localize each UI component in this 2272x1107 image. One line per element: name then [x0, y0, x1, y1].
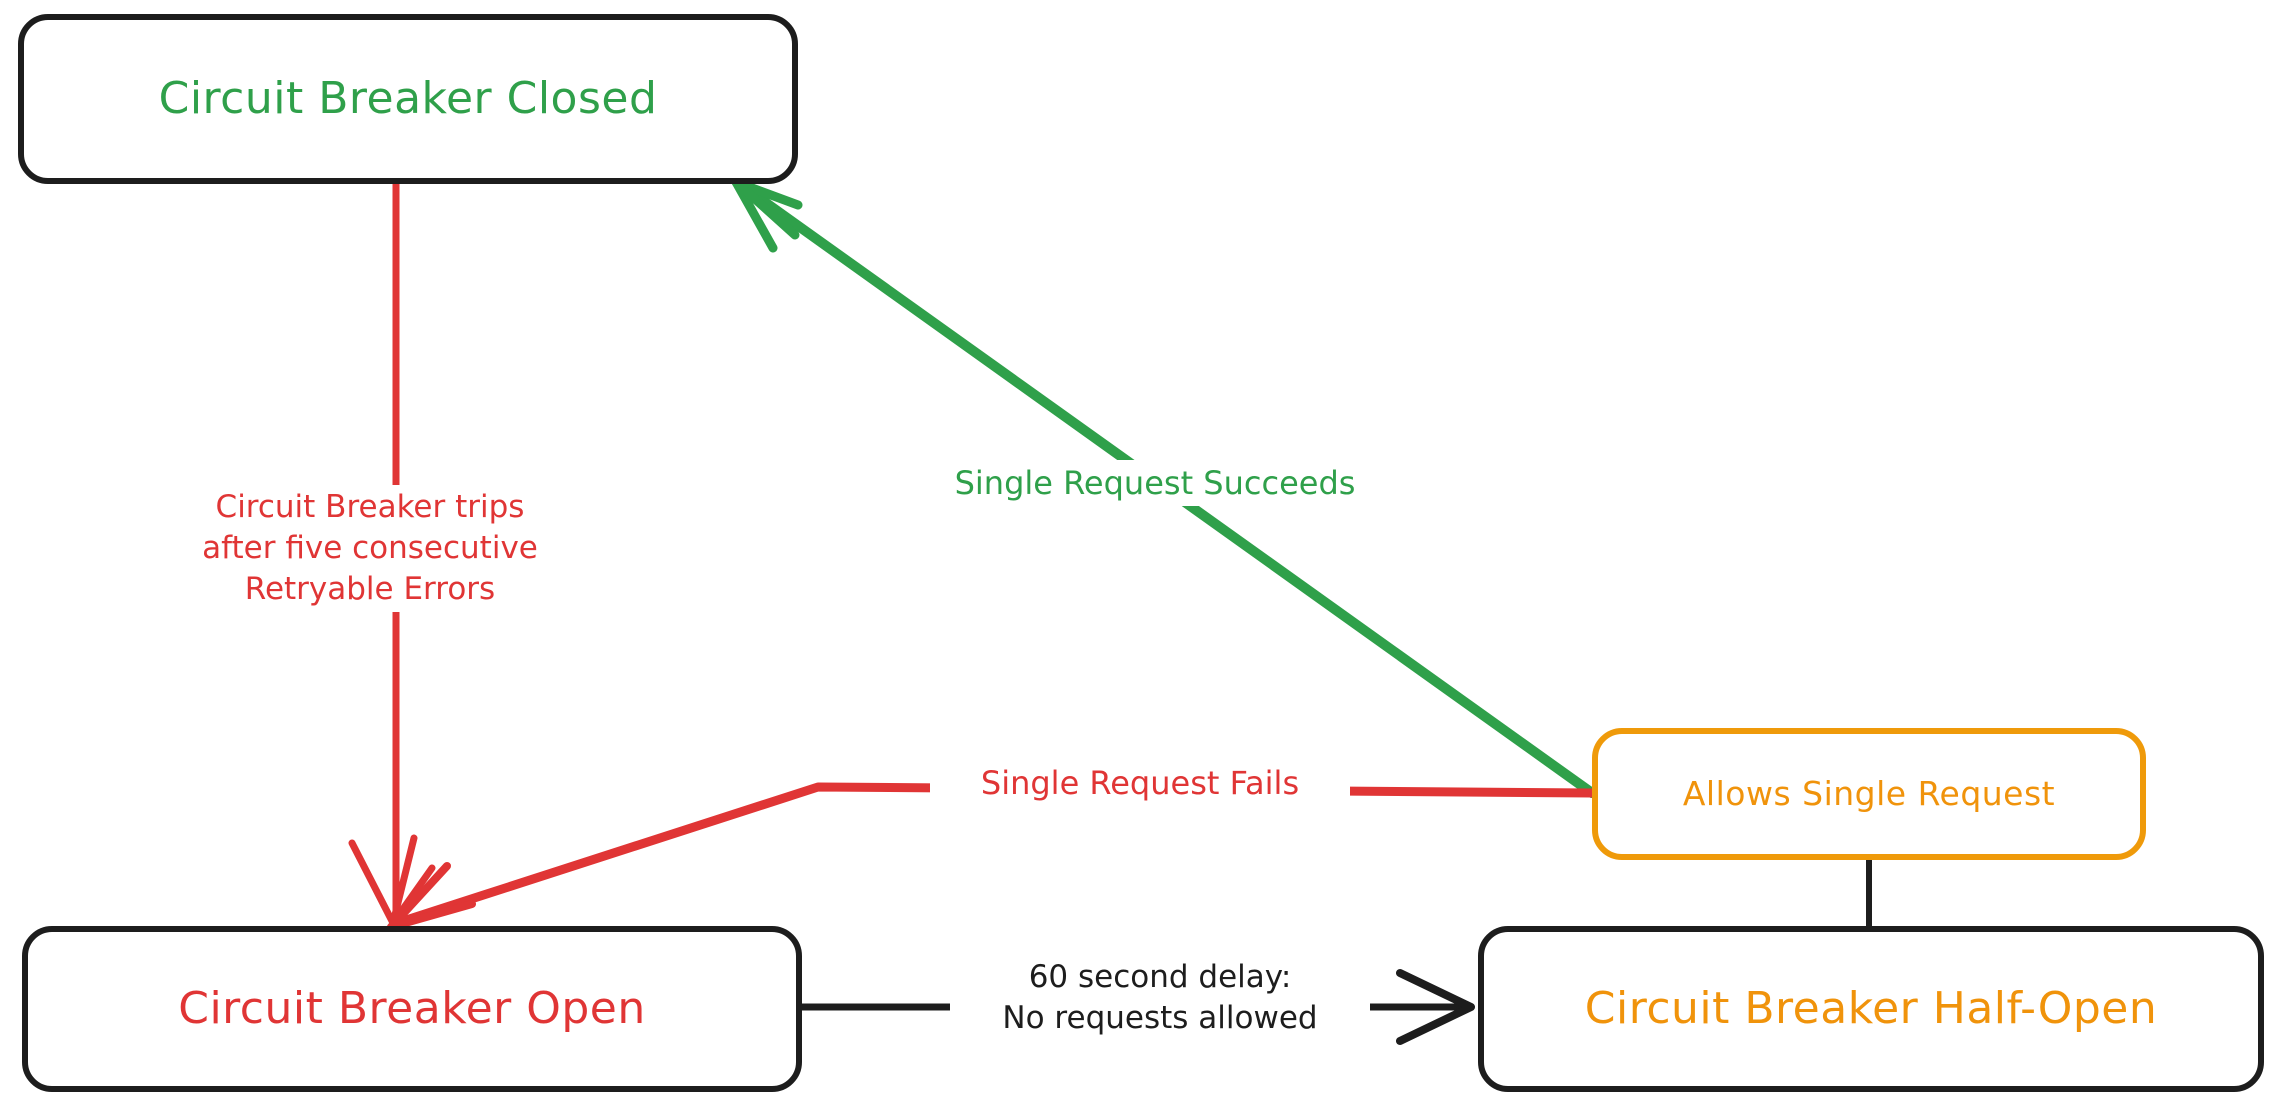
node-circuit-breaker-half-open[interactable]: Circuit Breaker Half-Open: [1478, 926, 2264, 1092]
edge-label-line: Retryable Errors: [244, 570, 496, 607]
edge-label-line: Circuit Breaker trips: [215, 489, 525, 525]
edge-label-line: Single Request Succeeds: [954, 464, 1356, 502]
node-label-allows-single-request: Allows Single Request: [1682, 774, 2056, 814]
edge-label-line: No requests allowed: [1002, 999, 1318, 1036]
node-label-circuit-breaker-closed: Circuit Breaker Closed: [158, 72, 658, 124]
edge-label-circuit-breaker-trips: Circuit Breaker trips after five consecu…: [160, 485, 580, 612]
node-label-circuit-breaker-half-open: Circuit Breaker Half-Open: [1584, 982, 2158, 1034]
edge-label-line: Single Request Fails: [980, 764, 1300, 802]
edge-label-single-request-succeeds: Single Request Succeeds: [905, 460, 1405, 507]
edge-allows-to-open: [387, 782, 1597, 931]
edge-label-single-request-fails: Single Request Fails: [930, 760, 1350, 807]
node-allows-single-request[interactable]: Allows Single Request: [1592, 728, 2146, 860]
node-circuit-breaker-closed[interactable]: Circuit Breaker Closed: [18, 14, 798, 184]
edge-label-line: after five consecutive: [202, 529, 538, 566]
edge-label-sixty-second-delay: 60 second delay: No requests allowed: [950, 955, 1370, 1041]
node-label-circuit-breaker-open: Circuit Breaker Open: [178, 982, 646, 1034]
node-circuit-breaker-open[interactable]: Circuit Breaker Open: [22, 926, 802, 1092]
edge-label-line: 60 second delay:: [1028, 959, 1292, 995]
